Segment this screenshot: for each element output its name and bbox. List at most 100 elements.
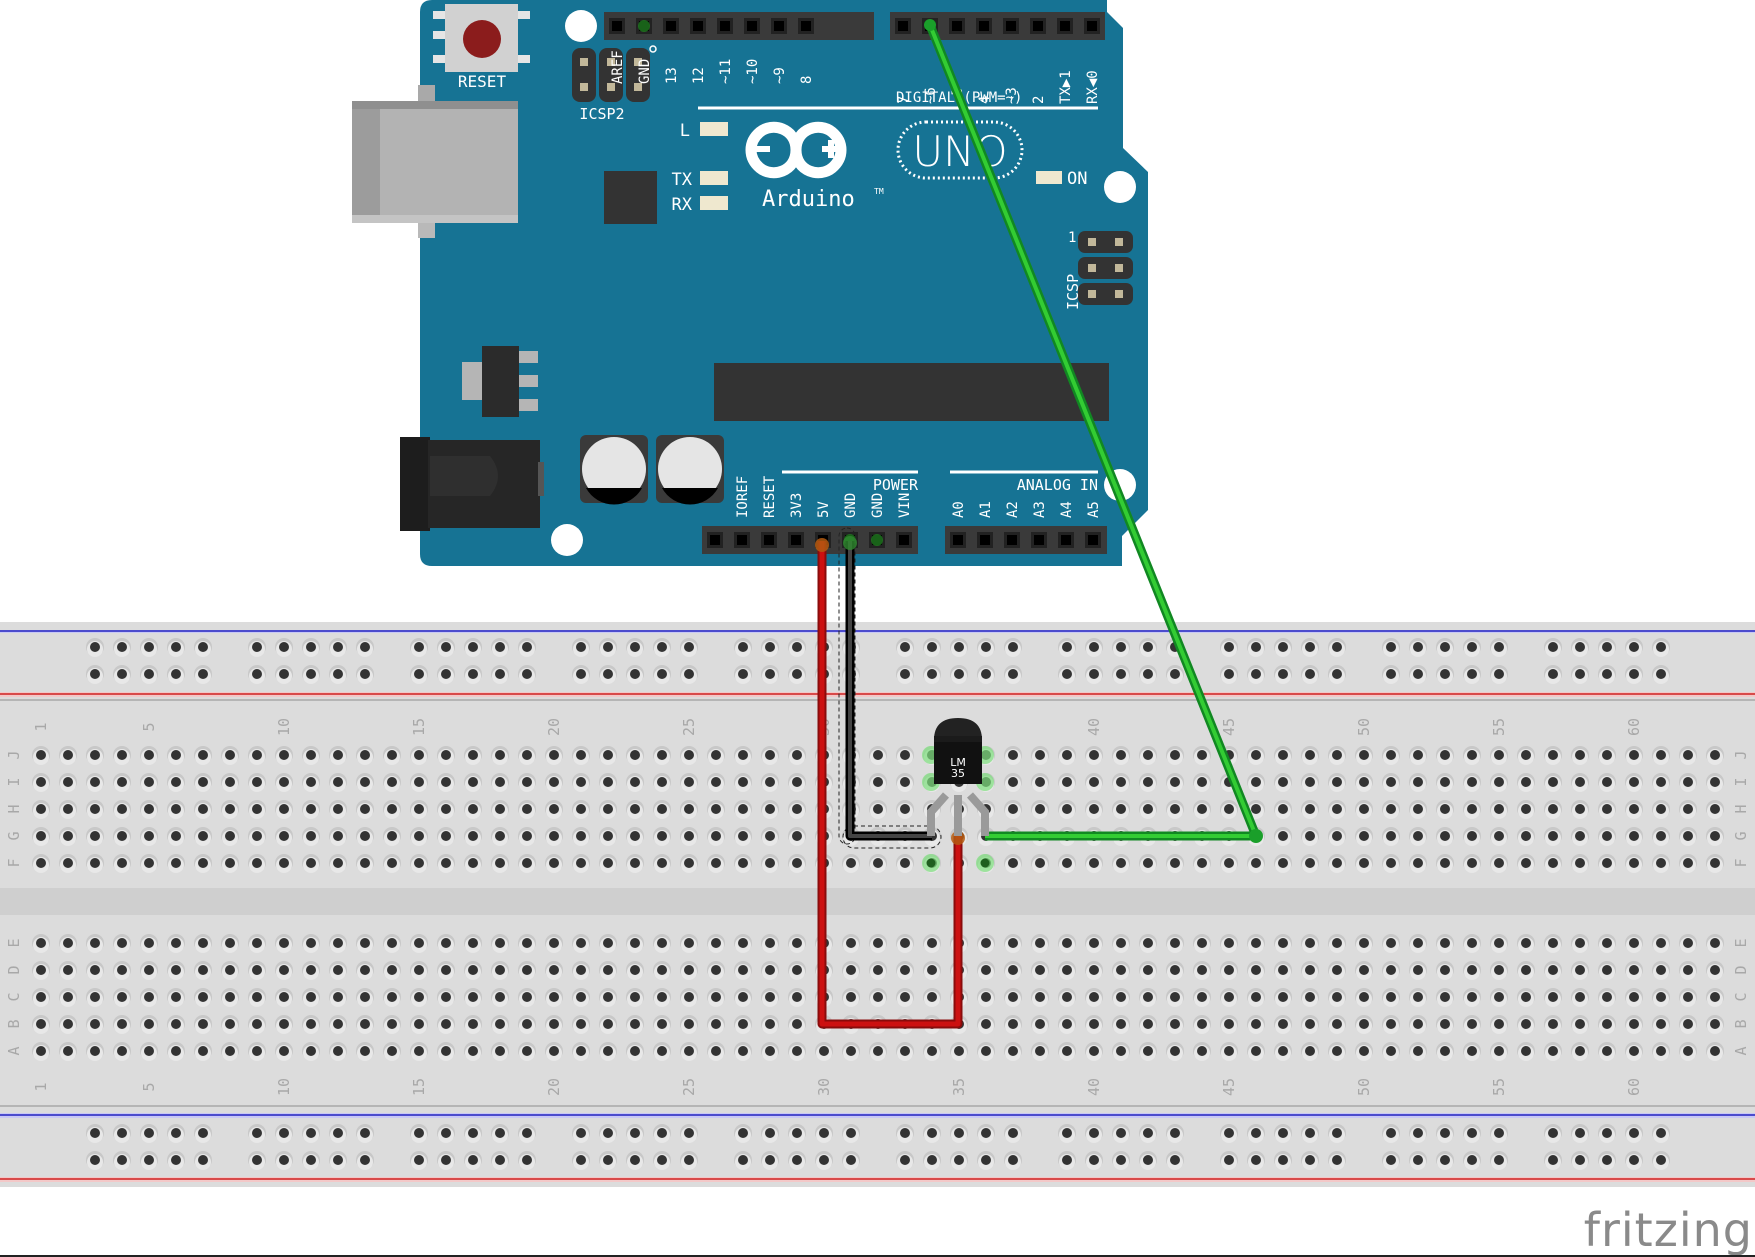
hole-E59[interactable] (1598, 934, 1616, 953)
rail-hole-top[interactable] (167, 638, 185, 657)
hole-I33[interactable] (896, 773, 914, 792)
hole-A39[interactable] (1058, 1042, 1076, 1061)
hole-H29[interactable] (788, 800, 806, 819)
hole-H51[interactable] (1382, 800, 1400, 819)
hole-D63[interactable] (1706, 961, 1724, 980)
rail-hole-bottom[interactable] (653, 1151, 671, 1170)
hole-A9[interactable] (248, 1042, 266, 1061)
hole-C55[interactable] (1490, 988, 1508, 1007)
pin-13[interactable] (663, 18, 679, 34)
hole-E20[interactable] (545, 934, 563, 953)
hole-J23[interactable] (626, 746, 644, 765)
hole-E38[interactable] (1031, 934, 1049, 953)
hole-E54[interactable] (1463, 934, 1481, 953)
rail-hole-bottom[interactable] (1463, 1124, 1481, 1143)
hole-H54[interactable] (1463, 800, 1481, 819)
hole-H22[interactable] (599, 800, 617, 819)
rail-hole-bottom[interactable] (1058, 1151, 1076, 1170)
hole-C31[interactable] (842, 988, 860, 1007)
hole-C36[interactable] (977, 988, 995, 1007)
hole-I49[interactable] (1328, 773, 1346, 792)
rail-hole-top[interactable] (1409, 665, 1427, 684)
rail-hole-top[interactable] (572, 665, 590, 684)
hole-C32[interactable] (869, 988, 887, 1007)
hole-G21[interactable] (572, 827, 590, 846)
rail-hole-bottom[interactable] (1139, 1124, 1157, 1143)
rail-hole-top[interactable] (1112, 665, 1130, 684)
hole-J52[interactable] (1409, 746, 1427, 765)
hole-I20[interactable] (545, 773, 563, 792)
hole-B19[interactable] (518, 1015, 536, 1034)
hole-H62[interactable] (1679, 800, 1697, 819)
hole-H6[interactable] (167, 800, 185, 819)
hole-D59[interactable] (1598, 961, 1616, 980)
hole-E33[interactable] (896, 934, 914, 953)
hole-A37[interactable] (1004, 1042, 1022, 1061)
rail-hole-bottom[interactable] (626, 1124, 644, 1143)
hole-G5[interactable] (140, 827, 158, 846)
hole-F23[interactable] (626, 854, 644, 873)
rail-hole-bottom[interactable] (437, 1124, 455, 1143)
hole-A50[interactable] (1355, 1042, 1373, 1061)
hole-B59[interactable] (1598, 1015, 1616, 1034)
hole-D23[interactable] (626, 961, 644, 980)
hole-F47[interactable] (1274, 854, 1292, 873)
hole-H18[interactable] (491, 800, 509, 819)
hole-E5[interactable] (140, 934, 158, 953)
hole-B25[interactable] (680, 1015, 698, 1034)
hole-F59[interactable] (1598, 854, 1616, 873)
hole-G61[interactable] (1652, 827, 1670, 846)
hole-J33[interactable] (896, 746, 914, 765)
hole-I16[interactable] (437, 773, 455, 792)
hole-C60[interactable] (1625, 988, 1643, 1007)
rail-hole-top[interactable] (1625, 665, 1643, 684)
rail-hole-bottom[interactable] (167, 1151, 185, 1170)
hole-D29[interactable] (788, 961, 806, 980)
hole-J47[interactable] (1274, 746, 1292, 765)
hole-F10[interactable] (275, 854, 293, 873)
hole-G25[interactable] (680, 827, 698, 846)
hole-G23[interactable] (626, 827, 644, 846)
rail-hole-top[interactable] (572, 638, 590, 657)
hole-F22[interactable] (599, 854, 617, 873)
hole-B18[interactable] (491, 1015, 509, 1034)
pin-2[interactable] (1030, 18, 1046, 34)
hole-F18[interactable] (491, 854, 509, 873)
rail-hole-top[interactable] (410, 665, 428, 684)
hole-C45[interactable] (1220, 988, 1238, 1007)
hole-I7[interactable] (194, 773, 212, 792)
hole-J40[interactable] (1085, 746, 1103, 765)
hole-I22[interactable] (599, 773, 617, 792)
hole-I42[interactable] (1139, 773, 1157, 792)
hole-I29[interactable] (788, 773, 806, 792)
rail-hole-top[interactable] (599, 665, 617, 684)
hole-J58[interactable] (1571, 746, 1589, 765)
pin-8[interactable] (798, 18, 814, 34)
hole-E63[interactable] (1706, 934, 1724, 953)
hole-C22[interactable] (599, 988, 617, 1007)
rail-hole-bottom[interactable] (329, 1124, 347, 1143)
hole-F37[interactable] (1004, 854, 1022, 873)
rail-hole-bottom[interactable] (194, 1151, 212, 1170)
hole-I27[interactable] (734, 773, 752, 792)
hole-A22[interactable] (599, 1042, 617, 1061)
hole-C41[interactable] (1112, 988, 1130, 1007)
hole-C46[interactable] (1247, 988, 1265, 1007)
rail-hole-top[interactable] (653, 638, 671, 657)
hole-E37[interactable] (1004, 934, 1022, 953)
hole-C14[interactable] (383, 988, 401, 1007)
hole-C6[interactable] (167, 988, 185, 1007)
hole-F27[interactable] (734, 854, 752, 873)
hole-G27[interactable] (734, 827, 752, 846)
hole-J60[interactable] (1625, 746, 1643, 765)
hole-C28[interactable] (761, 988, 779, 1007)
rail-hole-bottom[interactable] (1274, 1124, 1292, 1143)
hole-C57[interactable] (1544, 988, 1562, 1007)
rail-hole-top[interactable] (896, 665, 914, 684)
hole-H25[interactable] (680, 800, 698, 819)
hole-B6[interactable] (167, 1015, 185, 1034)
hole-A18[interactable] (491, 1042, 509, 1061)
rail-hole-bottom[interactable] (1436, 1151, 1454, 1170)
rail-hole-bottom[interactable] (302, 1124, 320, 1143)
